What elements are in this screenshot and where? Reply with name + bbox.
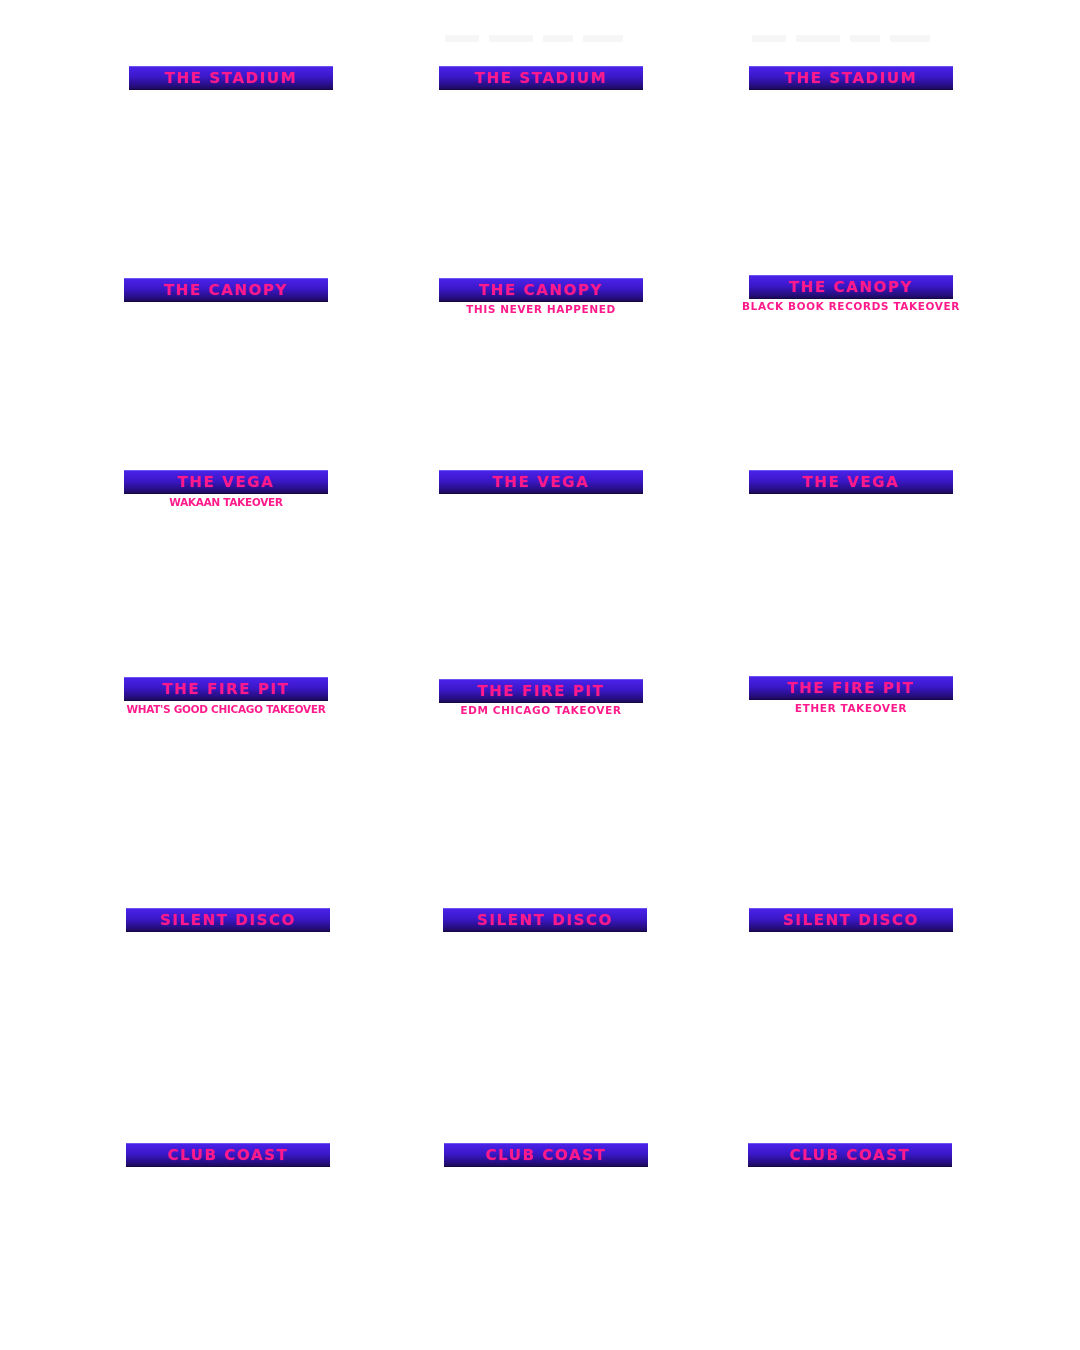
faint-header-marks (445, 32, 635, 44)
takeover-text: EDM CHICAGO TAKEOVER (460, 705, 622, 717)
stage-name: THE STADIUM (784, 68, 918, 87)
stage-label-stadium: THE STADIUM (749, 66, 953, 90)
stage-label-club-coast: CLUB COAST (126, 1143, 330, 1167)
stage-label-fire-pit: THE FIRE PIT (439, 679, 643, 703)
stage-name: THE VEGA (492, 472, 590, 491)
stage-name: THE STADIUM (474, 68, 608, 87)
stage-label-canopy: THE CANOPY (749, 275, 953, 299)
stage-name: THE FIRE PIT (162, 679, 290, 698)
stage-label-fire-pit: THE FIRE PIT (124, 677, 328, 701)
takeover-text: THIS NEVER HAPPENED (466, 304, 616, 316)
stage-name: SILENT DISCO (783, 910, 919, 929)
stage-label-stadium: THE STADIUM (439, 66, 643, 90)
stage-name: CLUB COAST (789, 1145, 911, 1164)
stage-label-club-coast: CLUB COAST (748, 1143, 952, 1167)
stage-label-silent-disco: SILENT DISCO (443, 908, 647, 932)
stage-label-canopy: THE CANOPY (124, 278, 328, 302)
stage-name: THE VEGA (802, 472, 900, 491)
stage-label-stadium: THE STADIUM (129, 66, 333, 90)
takeover-text: WAKAAN TAKEOVER (169, 497, 283, 509)
stage-name: THE STADIUM (164, 68, 298, 87)
takeover-text: ETHER TAKEOVER (794, 703, 908, 715)
stage-name: THE VEGA (177, 472, 275, 491)
stage-name: SILENT DISCO (477, 910, 613, 929)
stage-label-canopy: THE CANOPY (439, 278, 643, 302)
stage-name: THE CANOPY (478, 280, 604, 299)
stage-name: THE CANOPY (163, 280, 289, 299)
stage-label-silent-disco: SILENT DISCO (749, 908, 953, 932)
stage-name: CLUB COAST (485, 1145, 607, 1164)
takeover-text: WHAT'S GOOD CHICAGO TAKEOVER (126, 704, 326, 716)
stage-label-silent-disco: SILENT DISCO (126, 908, 330, 932)
stage-label-club-coast: CLUB COAST (444, 1143, 648, 1167)
takeover-text: BLACK BOOK RECORDS TAKEOVER (742, 301, 960, 313)
faint-header-marks (752, 32, 942, 44)
stage-label-vega: THE VEGA (749, 470, 953, 494)
stage-label-fire-pit: THE FIRE PIT (749, 676, 953, 700)
stage-label-vega: THE VEGA (439, 470, 643, 494)
stage-label-vega: THE VEGA (124, 470, 328, 494)
stage-name: THE CANOPY (788, 277, 914, 296)
stage-name: SILENT DISCO (160, 910, 296, 929)
stage-name: THE FIRE PIT (477, 681, 605, 700)
stage-name: CLUB COAST (167, 1145, 289, 1164)
stage-name: THE FIRE PIT (787, 678, 915, 697)
